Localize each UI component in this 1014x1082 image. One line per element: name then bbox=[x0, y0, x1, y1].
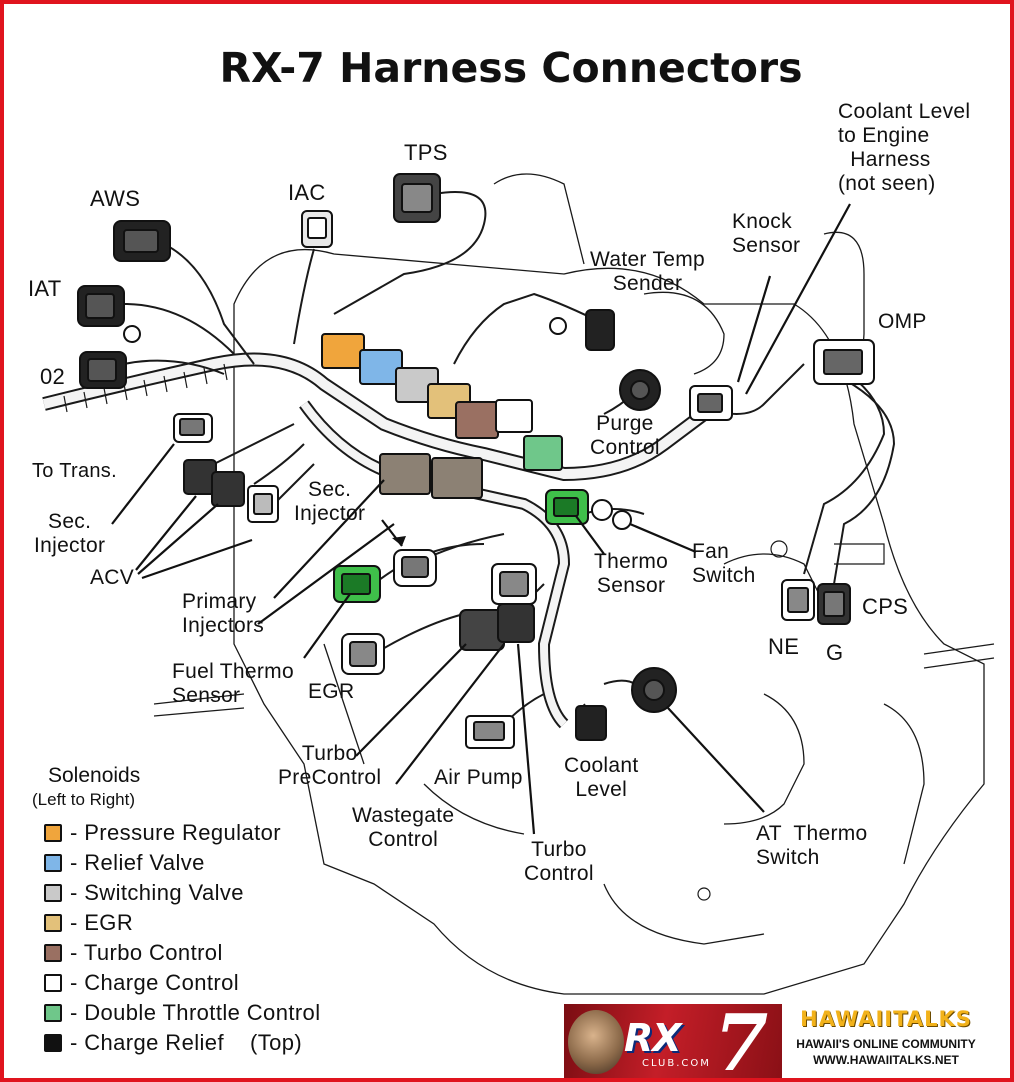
legend-swatch bbox=[44, 1034, 62, 1052]
hawaiitalks-tagline: HAWAII'S ONLINE COMMUNITY bbox=[796, 1037, 976, 1051]
label-g: G bbox=[826, 640, 844, 665]
rx7-club-banner: RX 7 CLUB.COM bbox=[564, 1004, 782, 1078]
legend-item-label: - Charge Control bbox=[70, 970, 240, 995]
legend-item: - Turbo Control bbox=[44, 938, 321, 968]
legend-swatch bbox=[44, 824, 62, 842]
hawaiitalks-wordmark: HAWAIITALKS bbox=[800, 1007, 972, 1031]
legend-item: - Charge Relief (Top) bbox=[44, 1028, 321, 1058]
label-cps: CPS bbox=[862, 594, 909, 619]
legend-swatch bbox=[44, 944, 62, 962]
label-o2: 02 bbox=[40, 364, 66, 389]
label-turbo-control: Turbo Control bbox=[524, 838, 594, 886]
label-ne: NE bbox=[768, 634, 800, 659]
label-egr: EGR bbox=[308, 680, 355, 703]
legend-swatch bbox=[44, 914, 62, 932]
legend-item-label: - Charge Relief (Top) bbox=[70, 1030, 303, 1055]
legend-item-label: - Switching Valve bbox=[70, 880, 244, 905]
hawaiitalks-logo: HAWAIITALKS HAWAII'S ONLINE COMMUNITY WW… bbox=[786, 1007, 986, 1067]
legend-item: - Charge Control bbox=[44, 968, 321, 998]
banner-club-text: CLUB.COM bbox=[642, 1058, 711, 1069]
legend-subtitle: (Left to Right) bbox=[32, 790, 135, 809]
banner-seven-text: 7 bbox=[714, 1004, 769, 1078]
label-coolant-level-harness: Coolant Level to Engine Harness (not see… bbox=[838, 100, 971, 196]
label-fuel-thermo-sensor: Fuel Thermo Sensor bbox=[172, 660, 294, 708]
label-fan-switch: Fan Switch bbox=[692, 540, 756, 588]
label-at-thermo-switch: AT Thermo Switch bbox=[756, 822, 868, 870]
legend-item: - Switching Valve bbox=[44, 878, 321, 908]
legend-item-label: - Relief Valve bbox=[70, 850, 205, 875]
label-sec-injector-center: Sec. Injector bbox=[294, 478, 366, 526]
label-primary-injectors: Primary Injectors bbox=[182, 590, 265, 638]
solenoid-legend: Solenoids (Left to Right) - Pressure Reg… bbox=[32, 764, 321, 1058]
legend-item: - Pressure Regulator bbox=[44, 818, 321, 848]
legend-swatch bbox=[44, 974, 62, 992]
label-water-temp-sender: Water Temp Sender bbox=[590, 248, 706, 296]
label-thermo-sensor: Thermo Sensor bbox=[594, 550, 669, 598]
legend-item: - Double Throttle Control bbox=[44, 998, 321, 1028]
label-coolant-level: Coolant Level bbox=[564, 754, 639, 802]
label-iat: IAT bbox=[28, 276, 62, 301]
legend-swatch bbox=[44, 884, 62, 902]
legend-swatch bbox=[44, 1004, 62, 1022]
label-sec-injector-left: Sec. Injector bbox=[34, 510, 106, 558]
label-omp: OMP bbox=[878, 310, 927, 333]
label-to-trans: To Trans. bbox=[32, 460, 117, 482]
banner-photo bbox=[568, 1010, 624, 1074]
label-iac: IAC bbox=[288, 180, 326, 205]
legend-items: - Pressure Regulator - Relief Valve - Swit… bbox=[44, 818, 321, 1058]
legend-item-label: - Pressure Regulator bbox=[70, 820, 281, 845]
legend-swatch bbox=[44, 854, 62, 872]
legend-item: - Relief Valve bbox=[44, 848, 321, 878]
label-purge-control: Purge Control bbox=[590, 412, 660, 460]
legend-item-label: - Turbo Control bbox=[70, 940, 223, 965]
banner-rx-text: RX bbox=[624, 1016, 682, 1060]
label-aws: AWS bbox=[90, 186, 141, 211]
label-wastegate-control: Wastegate Control bbox=[352, 804, 455, 852]
label-tps: TPS bbox=[404, 140, 448, 165]
hawaiitalks-url: WWW.HAWAIITALKS.NET bbox=[813, 1053, 959, 1067]
label-turbo-precontrol: Turbo PreControl bbox=[278, 742, 382, 790]
label-knock-sensor: Knock Sensor bbox=[732, 210, 801, 258]
legend-title: Solenoids bbox=[48, 764, 141, 787]
label-air-pump: Air Pump bbox=[434, 766, 523, 789]
legend-item: - EGR bbox=[44, 908, 321, 938]
legend-item-label: - EGR bbox=[70, 910, 134, 935]
label-acv: ACV bbox=[90, 566, 135, 589]
legend-item-label: - Double Throttle Control bbox=[70, 1000, 321, 1025]
page-title: RX-7 Harness Connectors bbox=[219, 44, 803, 92]
engine-drawing bbox=[42, 173, 995, 995]
